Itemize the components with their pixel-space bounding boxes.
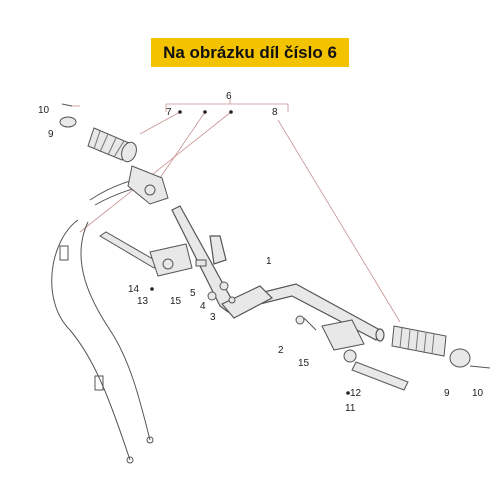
callout-4: 4 xyxy=(200,301,206,312)
callout-14: 14 xyxy=(128,284,140,295)
callout-2: 2 xyxy=(278,345,284,356)
part-number-banner: Na obrázku díl číslo 6 xyxy=(151,38,349,67)
throttle-cables xyxy=(51,175,161,464)
left-brake-lever xyxy=(99,231,236,304)
callout-8: 8 xyxy=(272,107,278,118)
banner-title: Na obrázku díl číslo 6 xyxy=(163,42,337,62)
right-grip xyxy=(391,325,491,369)
callout-5: 5 xyxy=(190,288,196,299)
right-brake-lever xyxy=(295,315,409,391)
callout-7: 7 xyxy=(166,107,172,118)
left-throttle-grip xyxy=(59,103,137,163)
throttle-housing xyxy=(127,165,169,205)
callout-10-right: 10 xyxy=(472,388,484,399)
callout-dots xyxy=(150,110,350,395)
callout-10-left: 10 xyxy=(38,105,50,116)
handlebar-tube xyxy=(171,205,385,342)
callout-12: 12 xyxy=(350,388,362,399)
callout-15-left: 15 xyxy=(170,296,182,307)
callout-6: 6 xyxy=(226,91,232,102)
callout-9-right: 9 xyxy=(444,388,450,399)
leader-lines xyxy=(70,98,401,323)
callout-3: 3 xyxy=(210,312,216,323)
callout-13: 13 xyxy=(137,296,149,307)
callout-15-right: 15 xyxy=(298,358,310,369)
callout-9-left: 9 xyxy=(48,129,54,140)
callout-1: 1 xyxy=(266,256,272,267)
callout-11: 11 xyxy=(345,403,356,414)
